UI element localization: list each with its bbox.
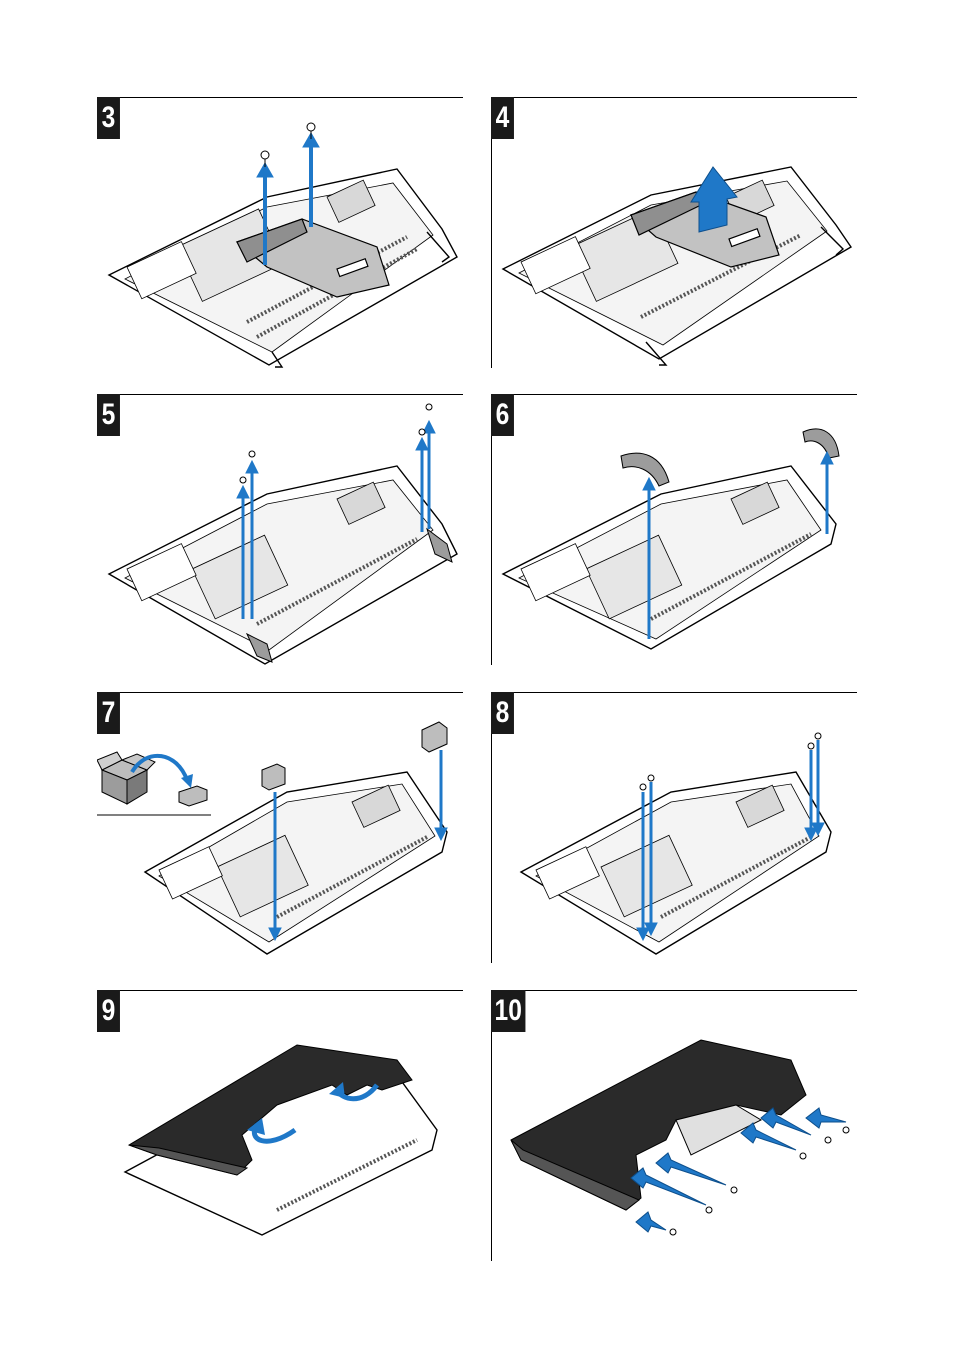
step-panel-4: 4 — [491, 97, 857, 367]
step-panel-3: 3 — [97, 97, 463, 367]
computer-chassis-illustration — [97, 692, 463, 967]
step-panel-6: 6 — [491, 394, 857, 664]
step-panel-7: 7 — [97, 692, 463, 962]
step-panel-5: 5 — [97, 394, 463, 664]
computer-chassis-illustration — [491, 692, 857, 967]
computer-chassis-illustration — [97, 97, 463, 372]
bracket — [262, 722, 447, 790]
computer-chassis-illustration — [491, 990, 857, 1265]
computer-chassis-illustration — [97, 990, 463, 1265]
screw-icon — [240, 404, 432, 483]
step-panel-9: 9 — [97, 990, 463, 1260]
step-panel-8: 8 — [491, 692, 857, 962]
computer-chassis-illustration — [97, 394, 463, 669]
hinge-cover — [621, 429, 839, 486]
computer-chassis-illustration — [491, 97, 857, 372]
bracket — [179, 786, 207, 806]
computer-chassis-illustration — [491, 394, 857, 669]
step-panel-10: 10 — [491, 990, 857, 1260]
